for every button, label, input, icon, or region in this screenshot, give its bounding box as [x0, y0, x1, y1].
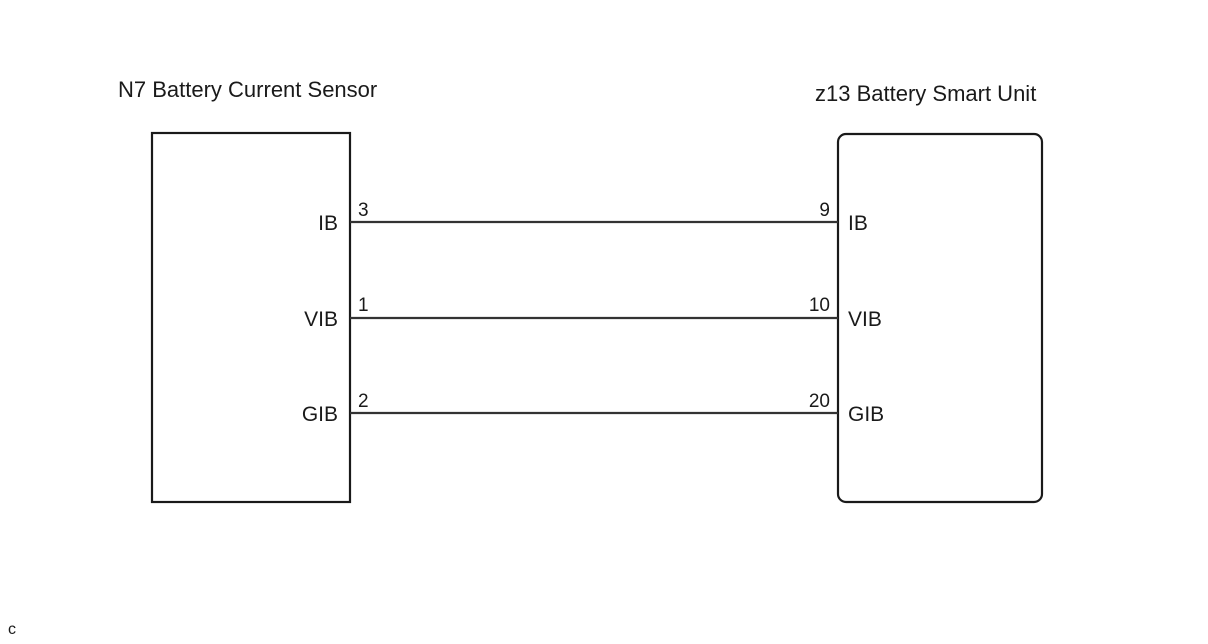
left-pin-number-2: 2 — [358, 391, 369, 412]
right-component-title: z13 Battery Smart Unit — [815, 81, 1036, 106]
left-component-title: N7 Battery Current Sensor — [118, 77, 377, 102]
left-pin-name-ib: IB — [318, 212, 338, 235]
left-pin-name-gib: GIB — [302, 403, 338, 426]
left-pin-number-3: 3 — [358, 200, 369, 221]
right-pin-number-20: 20 — [809, 391, 830, 412]
corner-mark: c — [8, 621, 16, 638]
right-pin-name-gib: GIB — [848, 403, 884, 426]
right-pin-number-9: 9 — [819, 200, 830, 221]
right-pin-name-vib: VIB — [848, 308, 882, 331]
right-pin-number-10: 10 — [809, 295, 830, 316]
right-pin-name-ib: IB — [848, 212, 868, 235]
left-pin-number-1: 1 — [358, 295, 369, 316]
left-pin-name-vib: VIB — [304, 308, 338, 331]
